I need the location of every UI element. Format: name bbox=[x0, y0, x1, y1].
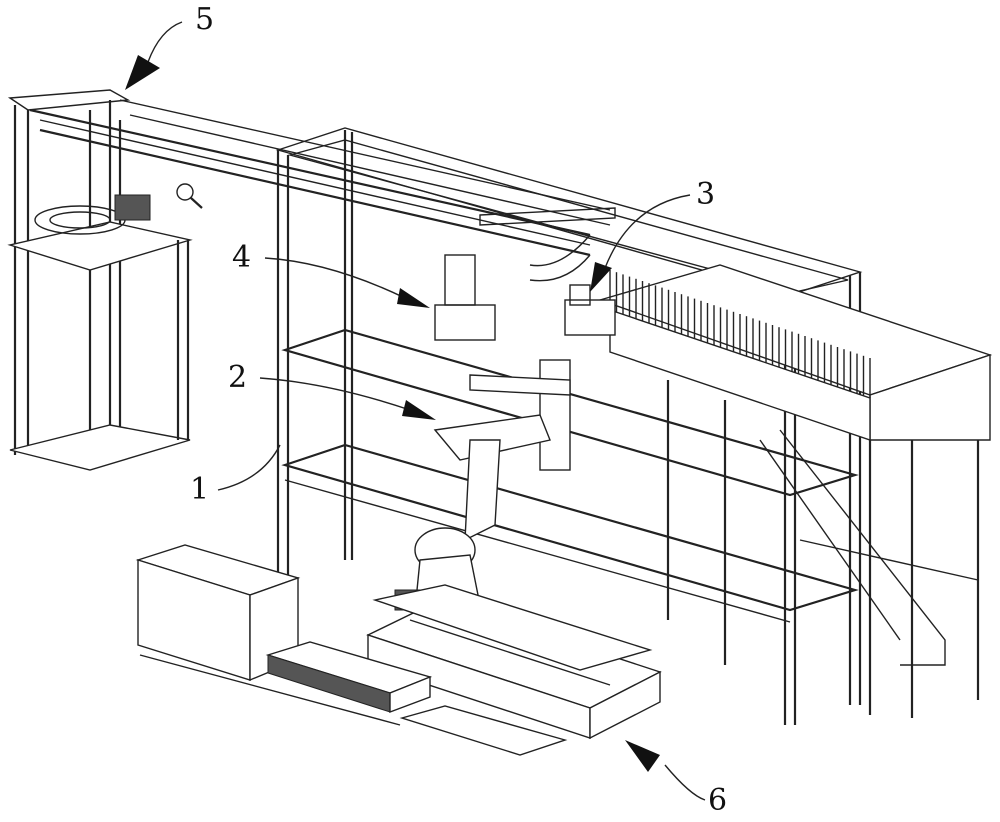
overhead-conveyor bbox=[10, 90, 610, 470]
magnifier-icon[interactable] bbox=[177, 184, 202, 208]
label-5: 5 bbox=[195, 5, 214, 35]
label-3: 3 bbox=[696, 180, 715, 210]
robot bbox=[395, 415, 550, 610]
label-1: 1 bbox=[190, 475, 209, 505]
label-2: 2 bbox=[228, 363, 247, 393]
label-6: 6 bbox=[708, 786, 727, 816]
label-4: 4 bbox=[232, 243, 251, 273]
